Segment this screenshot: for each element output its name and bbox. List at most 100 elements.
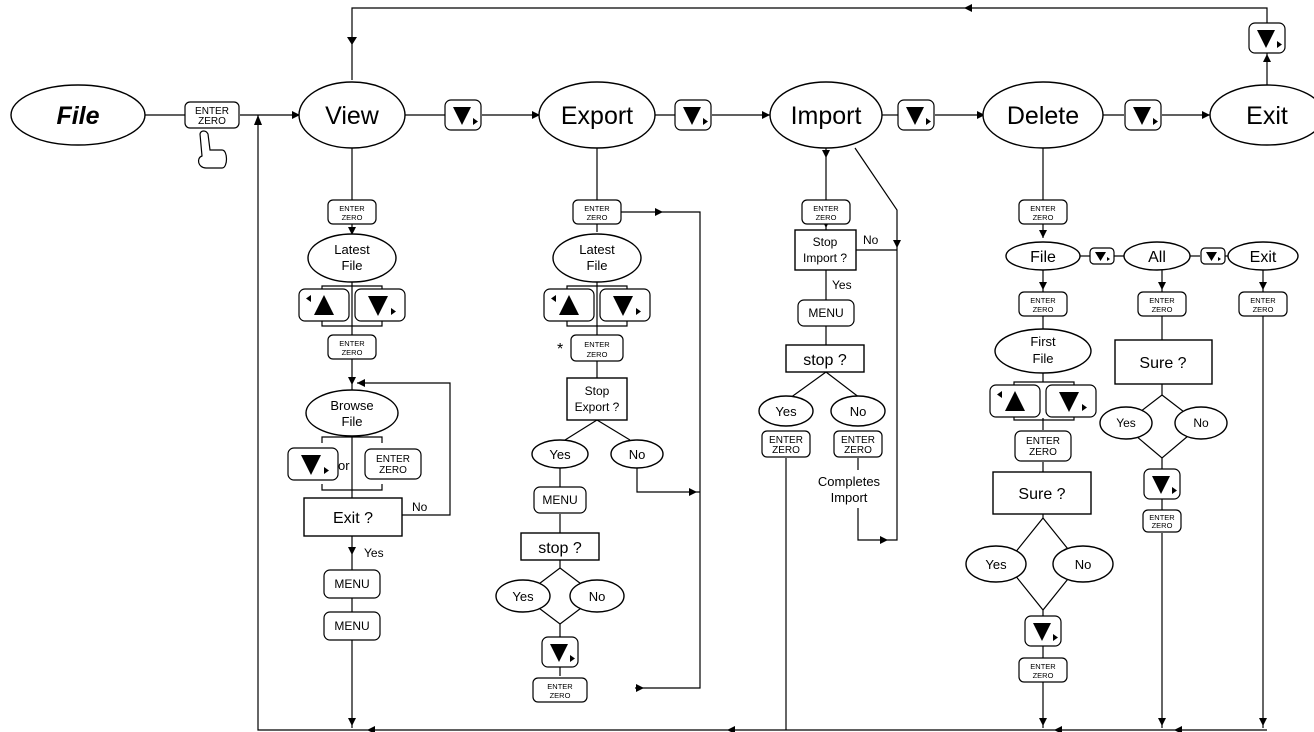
- svg-text:MENU: MENU: [334, 619, 369, 633]
- svg-text:ENTER: ENTER: [1030, 662, 1056, 671]
- export-enter-key-2[interactable]: ENTER ZERO: [570, 334, 624, 362]
- delete-all-bottom-enter-key[interactable]: ENTER ZERO: [1142, 509, 1182, 533]
- svg-text:Stop: Stop: [813, 235, 838, 249]
- import-no-enter-key[interactable]: ENTER ZERO: [833, 430, 883, 458]
- svg-text:ENTER: ENTER: [547, 682, 573, 691]
- svg-text:Delete: Delete: [1007, 102, 1079, 130]
- export-down-key[interactable]: [599, 288, 651, 322]
- svg-text:Browse: Browse: [330, 398, 373, 413]
- delete-all-no-node: No: [1174, 406, 1228, 440]
- delete-file-sure-box: Sure ?: [992, 471, 1092, 515]
- delete-up-key[interactable]: [989, 384, 1041, 418]
- delete-file-enter-key[interactable]: ENTER ZERO: [1018, 291, 1068, 317]
- svg-text:ZERO: ZERO: [1152, 305, 1173, 314]
- svg-text:MENU: MENU: [808, 306, 843, 320]
- delete-down-key[interactable]: [1045, 384, 1097, 418]
- svg-text:ZERO: ZERO: [379, 465, 407, 476]
- file-root-label: File: [56, 102, 99, 130]
- import-yes-node: Yes: [758, 395, 814, 427]
- delete-file-enter-key-2[interactable]: ENTER ZERO: [1014, 430, 1072, 462]
- delete-file-to-all-down-key[interactable]: [1089, 247, 1115, 265]
- svg-text:ZERO: ZERO: [550, 691, 571, 700]
- delete-file-bottom-enter-key[interactable]: ENTER ZERO: [1018, 657, 1068, 683]
- import-no-label: No: [863, 233, 879, 247]
- import-yes-enter-key[interactable]: ENTER ZERO: [761, 430, 811, 458]
- svg-text:ZERO: ZERO: [198, 116, 226, 127]
- down-key-delete-to-exit[interactable]: [1124, 99, 1162, 131]
- svg-text:ENTER: ENTER: [1250, 296, 1276, 305]
- down-key-exit-return[interactable]: [1248, 22, 1286, 54]
- svg-text:File: File: [342, 258, 363, 273]
- exit-node[interactable]: Exit: [1209, 84, 1314, 146]
- svg-text:Import ?: Import ?: [803, 251, 847, 265]
- svg-text:ENTER: ENTER: [1149, 296, 1175, 305]
- svg-text:ENTER: ENTER: [376, 454, 410, 465]
- delete-file-no-node: No: [1052, 545, 1114, 583]
- svg-text:Yes: Yes: [775, 404, 797, 419]
- view-no-label: No: [412, 500, 428, 514]
- svg-text:ZERO: ZERO: [1033, 213, 1054, 222]
- svg-text:ENTER: ENTER: [813, 204, 839, 213]
- export-no-node: No: [610, 439, 664, 469]
- delete-all-to-exit-down-key[interactable]: [1200, 247, 1226, 265]
- svg-text:File: File: [1033, 351, 1054, 366]
- delete-file-confirm-down-key[interactable]: [1024, 615, 1062, 647]
- svg-text:Stop: Stop: [585, 384, 610, 398]
- export-stop-down-key[interactable]: [541, 636, 579, 668]
- delete-exit-node: Exit: [1227, 241, 1299, 271]
- svg-text:stop ?: stop ?: [803, 352, 847, 369]
- delete-exit-enter-key[interactable]: ENTER ZERO: [1238, 291, 1288, 317]
- enter-zero-key[interactable]: ENTER ZERO: [184, 101, 240, 129]
- delete-node[interactable]: Delete: [982, 81, 1104, 149]
- delete-enter-key[interactable]: ENTER ZERO: [1018, 199, 1068, 225]
- svg-text:MENU: MENU: [334, 577, 369, 591]
- completes-import-label-1: Completes: [818, 474, 881, 489]
- svg-text:Export ?: Export ?: [575, 400, 620, 414]
- svg-text:Yes: Yes: [1116, 416, 1136, 430]
- svg-text:ENTER: ENTER: [1026, 436, 1060, 447]
- delete-first-file-node: First File: [994, 328, 1092, 374]
- view-menu-key-2[interactable]: MENU: [323, 611, 381, 641]
- export-enter-key[interactable]: ENTER ZERO: [572, 199, 622, 225]
- import-enter-key[interactable]: ENTER ZERO: [801, 199, 851, 225]
- export-up-key[interactable]: [543, 288, 595, 322]
- svg-text:File: File: [342, 414, 363, 429]
- import-stop-box: stop ?: [785, 344, 865, 373]
- delete-all-confirm-down-key[interactable]: [1143, 468, 1181, 500]
- svg-text:ZERO: ZERO: [1033, 671, 1054, 680]
- svg-text:Sure ?: Sure ?: [1139, 355, 1186, 372]
- view-menu-key-1[interactable]: MENU: [323, 569, 381, 599]
- svg-text:ENTER: ENTER: [584, 340, 610, 349]
- export-yes-node: Yes: [531, 439, 589, 469]
- delete-all-node: All: [1123, 241, 1191, 271]
- view-down-key[interactable]: [354, 288, 406, 322]
- svg-text:ENTER: ENTER: [584, 204, 610, 213]
- view-browse-down-key[interactable]: [287, 447, 339, 481]
- svg-text:First: First: [1030, 334, 1056, 349]
- import-menu-key[interactable]: MENU: [797, 299, 855, 327]
- svg-text:ENTER: ENTER: [1030, 296, 1056, 305]
- export-node[interactable]: Export: [538, 81, 656, 149]
- svg-text:MENU: MENU: [542, 493, 577, 507]
- view-up-key[interactable]: [298, 288, 350, 322]
- svg-text:Exit ?: Exit ?: [333, 510, 373, 527]
- import-node[interactable]: Import: [769, 81, 883, 149]
- delete-file-node: File: [1005, 241, 1081, 271]
- view-enter-key[interactable]: ENTER ZERO: [327, 199, 377, 225]
- export-bottom-enter-key[interactable]: ENTER ZERO: [532, 677, 588, 703]
- svg-text:ZERO: ZERO: [772, 445, 800, 456]
- down-key-import-to-delete[interactable]: [897, 99, 935, 131]
- down-key-view-to-export[interactable]: [444, 99, 482, 131]
- svg-text:View: View: [325, 102, 380, 130]
- view-enter-key-2[interactable]: ENTER ZERO: [327, 334, 377, 360]
- import-no-node: No: [830, 395, 886, 427]
- svg-text:ZERO: ZERO: [587, 350, 608, 359]
- view-browse-enter-key[interactable]: ENTER ZERO: [364, 448, 422, 480]
- svg-text:Latest: Latest: [579, 242, 615, 257]
- down-key-export-to-import[interactable]: [674, 99, 712, 131]
- delete-all-enter-key[interactable]: ENTER ZERO: [1137, 291, 1187, 317]
- view-node[interactable]: View: [298, 81, 406, 149]
- export-stop-no-node: No: [569, 579, 625, 613]
- export-menu-key[interactable]: MENU: [533, 486, 587, 514]
